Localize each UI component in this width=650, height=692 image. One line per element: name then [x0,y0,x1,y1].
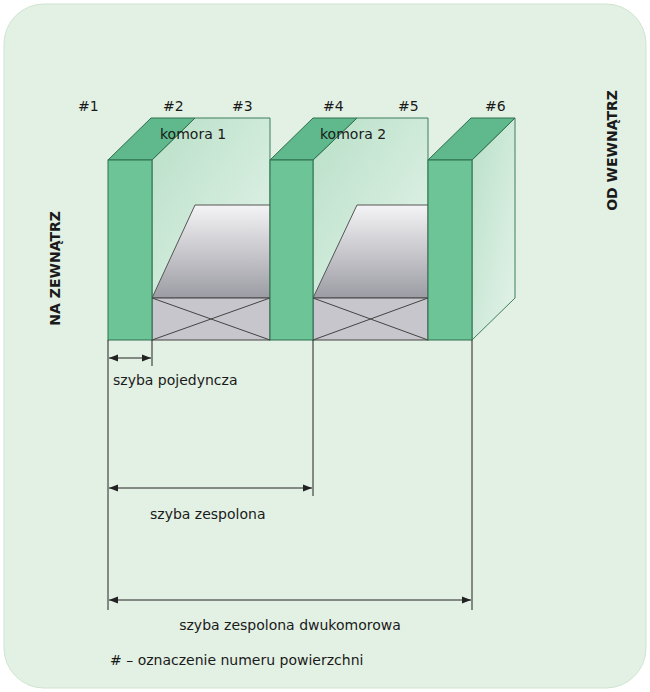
pane-edges [108,118,515,340]
pane-1 [152,118,270,298]
chamber-label: komora 1 [160,126,226,143]
surface-number: #4 [323,98,344,115]
surface-number: #3 [232,98,253,115]
dimension-label: szyba zespolona dwukomorowa [179,617,401,634]
dimension-label: szyba pojedyncza [113,372,237,389]
surface-number: #1 [78,98,99,115]
side-label: OD WEWNĄTRZ [604,90,621,211]
dimension-lines [108,340,472,610]
spacer-2 [313,205,428,340]
surface-number: #2 [163,98,184,115]
spacer-1 [152,205,270,340]
legend-note: # – oznaczenie numeru powierzchni [110,652,363,669]
background-panel [4,4,646,688]
side-label: NA ZEWNĄTRZ [47,211,64,326]
chamber-label: komora 2 [320,126,386,143]
dimension-label: szyba zespolona [150,506,265,523]
surface-number: #6 [485,98,506,115]
pane-2 [313,118,428,298]
surface-number: #5 [398,98,419,115]
